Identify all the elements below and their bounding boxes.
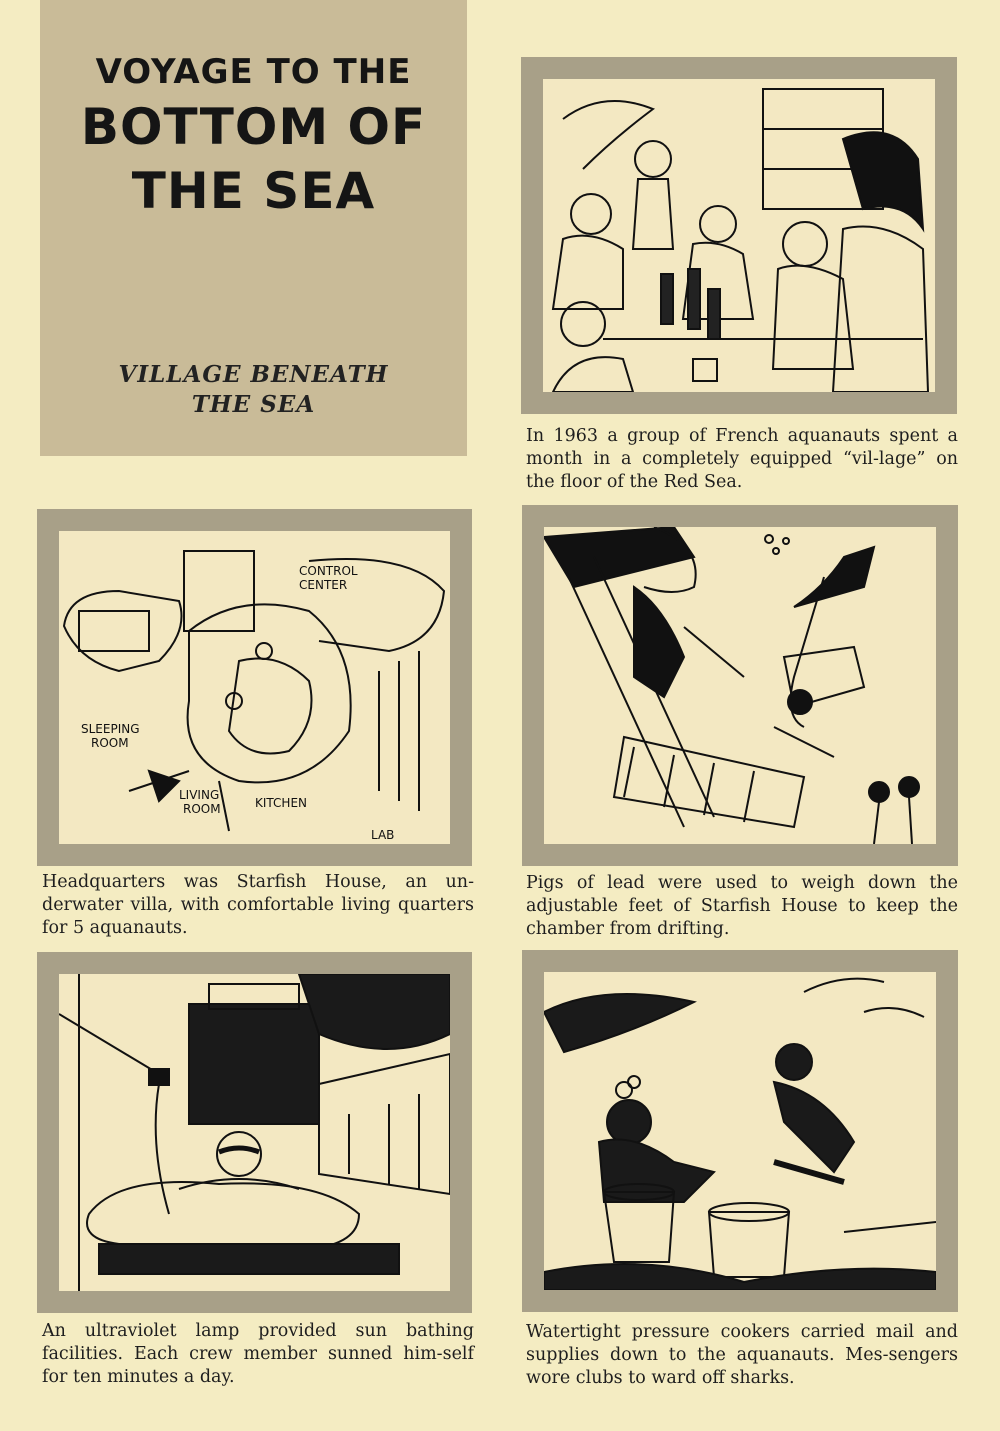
label-lab: LAB: [371, 828, 394, 842]
panel-3-caption: Pigs of lead were used to weigh down the…: [526, 873, 958, 939]
title-box: VOYAGE TO THE BOTTOM OF THE SEA VILLAGE …: [40, 0, 467, 456]
subtitle-line-2: THE SEA: [191, 391, 316, 418]
panel-illustration: CONTROL CENTER SLEEPING ROOM LIVING ROOM…: [59, 531, 450, 844]
label-living-line-2: ROOM: [183, 802, 221, 816]
sun-bathing-illustration: [59, 974, 450, 1291]
panel-sun-bathing: [37, 952, 472, 1313]
title-line-2: BOTTOM OF: [80, 98, 427, 156]
panel-aquanauts-table: [521, 57, 957, 414]
panel-lead-weights: [522, 505, 958, 866]
panel-illustration: [543, 79, 935, 392]
label-control-line-1: CONTROL: [299, 564, 358, 578]
label-center-line-2: CENTER: [299, 578, 347, 592]
panel-illustration: [59, 974, 450, 1291]
label-living-line-1: LIVING: [179, 788, 219, 802]
panel-starfish-house-cutaway: CONTROL CENTER SLEEPING ROOM LIVING ROOM…: [37, 509, 472, 866]
panel-pressure-cookers: [522, 950, 958, 1312]
pressure-cookers-illustration: [544, 977, 936, 1290]
title-line-1: VOYAGE TO THE: [95, 52, 412, 92]
title-line-3: THE SEA: [131, 162, 376, 220]
starfish-house-illustration: CONTROL CENTER SLEEPING ROOM LIVING ROOM…: [62, 550, 446, 842]
panel-illustration: [544, 972, 936, 1290]
label-sleeping-line-2: ROOM: [91, 736, 129, 750]
subtitle-line-1: VILLAGE BENEATH: [118, 361, 389, 388]
aquanauts-table-illustration: [551, 88, 930, 392]
label-kitchen: KITCHEN: [255, 796, 307, 810]
panel-2-caption: Headquarters was Starfish House, an un-d…: [42, 872, 474, 938]
label-sleeping-line-1: SLEEPING: [81, 722, 140, 736]
panel-1-caption: In 1963 a group of French aquanauts spen…: [526, 426, 958, 492]
lead-weights-illustration: [544, 527, 920, 844]
story-subtitle: VILLAGE BENEATH THE SEA: [40, 360, 467, 420]
panel-illustration: [544, 527, 936, 844]
panel-4-caption: An ultraviolet lamp provided sun bathing…: [42, 1321, 474, 1387]
panel-5-caption: Watertight pressure cookers carried mail…: [526, 1322, 958, 1388]
